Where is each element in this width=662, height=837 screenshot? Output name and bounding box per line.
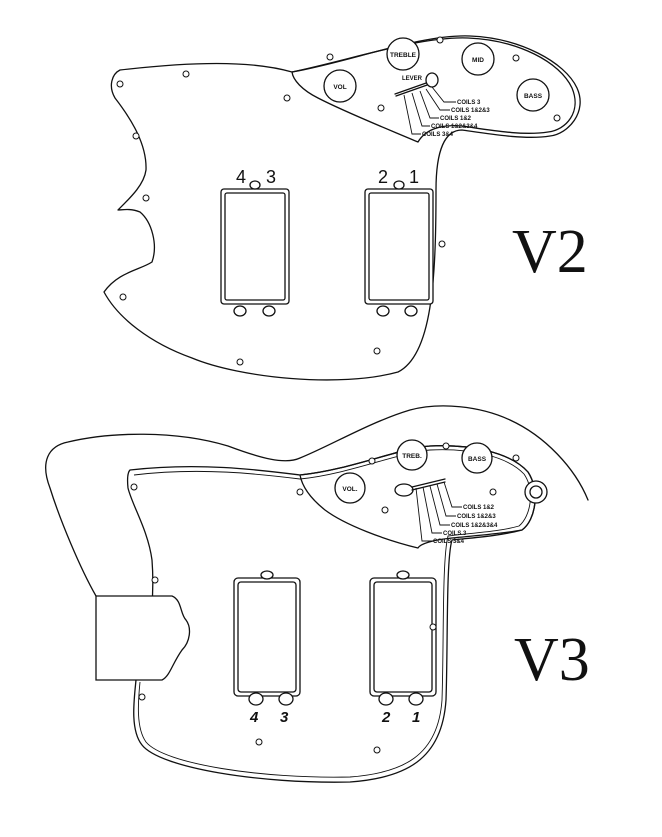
v3-pickguard-outline <box>126 445 536 783</box>
v3-pickup-left-inner <box>237 581 297 693</box>
v2-lever-label: LEVER <box>402 76 423 82</box>
v3-pickguard-diagram: VOL. TREB. BASS COILS 1&2 COILS 1&2&3 CO… <box>45 405 590 783</box>
v3-switch-leader <box>429 485 450 526</box>
v2-pickguard-diagram: VOL TREBLE MID BASS LEVER COILS 3 COILS … <box>103 35 588 381</box>
v3-switch-leader <box>443 481 462 508</box>
v2-coil-number: 2 <box>378 167 388 187</box>
v3-switch-leader <box>422 486 442 534</box>
v2-lever-slot <box>394 81 430 95</box>
v2-switch-position: COILS 1&2&3&4 <box>431 124 478 130</box>
v2-lever-tip <box>425 72 439 88</box>
v2-pickguard-outline <box>103 35 581 381</box>
v2-coil-number: 1 <box>409 167 419 187</box>
v2-knob-label: MID <box>472 57 484 64</box>
v3-coil-number: 1 <box>412 709 420 726</box>
v2-switch-position: COILS 3&4 <box>422 132 454 138</box>
v2-switch-leader <box>403 94 421 135</box>
v2-switch-leader <box>419 90 439 119</box>
v3-lever-slot <box>411 481 446 491</box>
v2-coil-number: 3 <box>266 167 276 187</box>
v2-knob-label: BASS <box>524 93 543 100</box>
v2-control-plate <box>291 37 576 143</box>
v3-treb-knob <box>396 439 428 471</box>
v2-switch-position: COILS 1&2&3 <box>451 108 490 114</box>
v2-knob-label: VOL <box>333 84 346 91</box>
v2-switch-leader <box>431 86 456 103</box>
v3-switch-leader <box>415 487 432 542</box>
v2-switch-position: COILS 3 <box>457 100 481 106</box>
v3-knob-label: VOL. <box>342 486 357 493</box>
v2-version-label: V2 <box>512 218 588 286</box>
v3-mounting-screws <box>130 442 520 754</box>
v3-vol-knob <box>334 472 366 504</box>
v2-bass-knob <box>516 78 550 112</box>
v2-pickup-right-inner <box>368 192 430 301</box>
v3-coil-number: 4 <box>249 709 259 726</box>
v2-switch-leader <box>411 92 430 127</box>
v2-pickup-right <box>364 188 434 305</box>
v2-treble-knob <box>386 37 420 71</box>
v3-switch-position: COILS 3 <box>443 531 467 537</box>
v2-vol-knob <box>323 69 357 103</box>
v3-switch-leader <box>436 483 456 517</box>
v3-bass-knob <box>461 442 493 474</box>
v3-switch-position: COILS 3&4 <box>433 539 465 545</box>
v2-knob-label: TREBLE <box>390 52 417 59</box>
v2-lever-slot <box>395 83 431 97</box>
v3-lever-tip <box>394 483 414 497</box>
v2-switch-leader <box>425 88 450 111</box>
v3-control-plate <box>299 445 536 549</box>
v3-pickup-left <box>233 577 301 697</box>
v3-pickguard-inner-edge <box>133 449 531 778</box>
v2-switch-position: COILS 1&2 <box>440 116 472 122</box>
v2-mid-knob <box>461 42 495 76</box>
v3-coil-number: 2 <box>381 709 391 726</box>
v3-switch-position: COILS 1&2&3&4 <box>451 523 498 529</box>
v3-version-label: V3 <box>514 626 590 694</box>
v3-switch-position: COILS 1&2&3 <box>457 514 496 520</box>
v3-pickup-right <box>369 577 437 697</box>
v3-pickup-screws <box>248 570 424 706</box>
v3-output-jack-inner <box>529 485 543 499</box>
v2-pickup-left-inner <box>224 192 286 301</box>
v3-lever-slot <box>411 478 446 488</box>
v3-neck-pocket <box>95 595 191 681</box>
v2-pickup-left <box>220 188 290 305</box>
v3-switch-position: COILS 1&2 <box>463 505 495 511</box>
v3-knob-label: TREB. <box>402 453 422 460</box>
v3-coil-number: 3 <box>280 709 289 726</box>
v2-pickup-screws <box>233 180 418 317</box>
v2-coil-number: 4 <box>236 167 246 187</box>
v3-pickup-right-inner <box>373 581 433 693</box>
v3-knob-label: BASS <box>468 456 487 463</box>
v2-mounting-screws <box>116 36 561 366</box>
